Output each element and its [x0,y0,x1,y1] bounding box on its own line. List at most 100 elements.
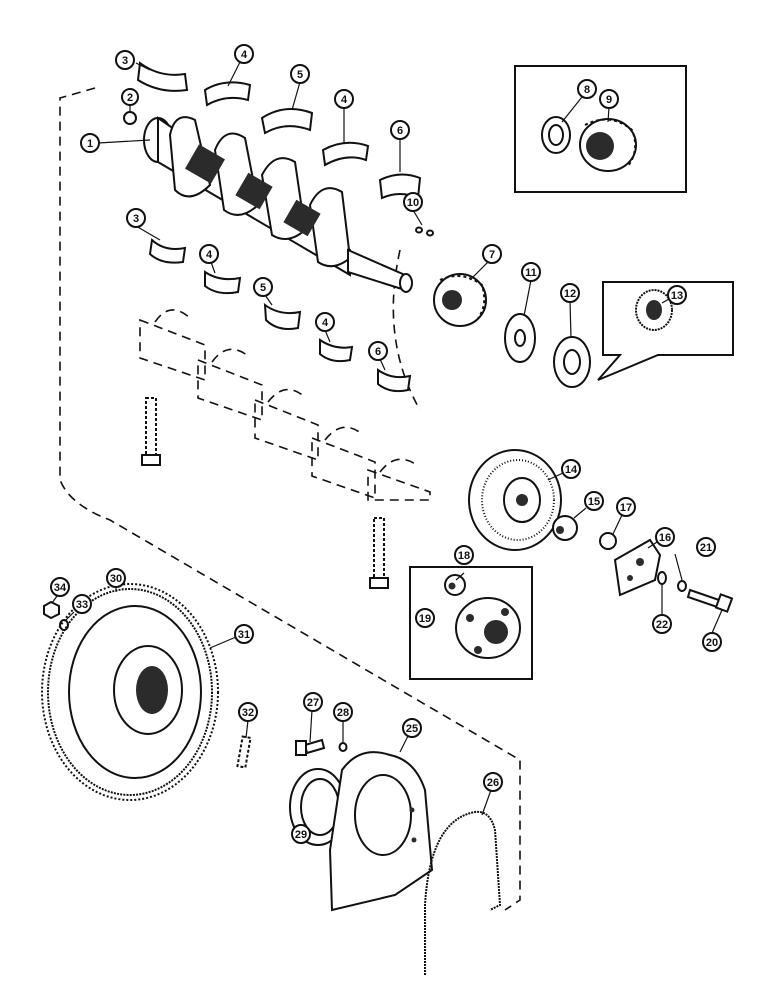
bearing-shell-lower-4a [204,270,242,295]
callout-20-label: 20 [706,637,718,649]
callout-4-a: 4 [234,44,254,64]
callout-15: 15 [584,491,604,511]
callout-29: 29 [291,824,311,844]
callout-11-label: 11 [525,267,537,279]
bearing-shell-upper-4b [321,141,370,167]
callout-8-label: 8 [584,84,590,96]
callout-1-label: 1 [87,138,93,150]
stud-part32 [236,735,252,769]
callout-22: 22 [652,614,672,634]
callout-4-b: 4 [334,89,354,109]
thrust-washer-part11 [504,313,536,363]
callout-18-label: 18 [458,550,470,562]
callout-21: 21 [696,537,716,557]
callout-9-label: 9 [606,94,612,106]
callout-3-lower-label: 3 [133,213,139,225]
callout-26: 26 [483,772,503,792]
callout-5-b-label: 5 [260,282,266,294]
callout-27-label: 27 [307,697,319,709]
callout-4-d-label: 4 [322,317,329,329]
callout-30-label: 30 [110,573,122,585]
callout-2: 2 [121,88,139,106]
bearing-shell-lower-6 [377,368,412,393]
main-bearing-caps [139,309,431,501]
callout-6-b: 6 [368,341,388,361]
callout-5-a-label: 5 [297,69,303,81]
washer-part21 [677,580,687,592]
crank-pulley-part14 [468,449,562,551]
callout-9: 9 [599,89,619,109]
washer-part33 [59,619,69,631]
callout-5-a: 5 [290,64,310,84]
callout-3-upper: 3 [115,50,135,70]
gear-part9 [579,118,637,172]
callout-32: 32 [238,702,258,722]
bearing-shell-lower-5 [263,302,302,330]
callout-12-label: 12 [564,288,576,300]
callout-2-label: 2 [127,92,133,104]
callout-10: 10 [403,192,423,212]
callout-34: 34 [50,577,70,597]
bearing-shell-lower-3 [148,237,187,264]
callout-27: 27 [303,692,323,712]
leader-lines [51,61,723,839]
callout-16-label: 16 [659,532,671,544]
rear-retainer-part25 [328,751,434,912]
hub-part15 [552,515,578,541]
callout-28: 28 [333,702,353,722]
callout-11: 11 [521,262,541,282]
washer-part28 [338,742,348,752]
callout-5-b: 5 [253,277,273,297]
crank-gear-part7 [433,273,487,327]
gear-spacer-hole [548,124,564,146]
bolt-part20 [686,588,734,613]
callout-1: 1 [80,133,100,153]
callout-4-a-label: 4 [241,49,248,61]
dowel-part10b [426,229,434,237]
flywheel-part31 [47,588,213,796]
front-seal-part12 [553,336,591,388]
flywheel-ring-gear-part30 [41,583,219,801]
gear-spacer-part8 [541,116,571,154]
retainer-part16 [613,538,662,597]
callout-8: 8 [577,79,597,99]
cap-bolt-left [141,397,161,466]
bearing-shell-upper-3 [136,61,189,92]
callout-14: 14 [561,459,581,479]
callout-3-lower: 3 [126,208,146,228]
callout-22-label: 22 [656,619,668,631]
callout-19-label: 19 [419,613,431,625]
callout-17-label: 17 [620,502,632,514]
callout-3-upper-label: 3 [122,55,128,67]
callout-25: 25 [402,718,422,738]
bushing-part17 [599,532,617,550]
callout-13: 13 [667,285,687,305]
callout-31-label: 31 [238,629,250,641]
callout-26-label: 26 [487,777,499,789]
callout-25-label: 25 [406,723,418,735]
callout-34-label: 34 [54,582,67,594]
seal-detail-part13 [635,289,673,331]
callout-4-b-label: 4 [341,94,348,106]
callout-6-a-label: 6 [397,125,403,137]
callout-6-a: 6 [390,120,410,140]
callout-4-d: 4 [315,312,335,332]
callout-10-label: 10 [407,197,419,209]
callout-17: 17 [616,497,636,517]
callout-16: 16 [655,527,675,547]
cap-bolt-right [369,517,389,589]
bearing-shell-lower-4b [319,338,354,363]
washer-part22 [657,571,667,585]
callout-29-label: 29 [295,829,307,841]
hub-detail-part18 [455,597,521,659]
callout-4-c-label: 4 [206,249,213,261]
callout-30: 30 [106,568,126,588]
callout-31: 31 [234,624,254,644]
callout-33: 33 [72,594,92,614]
rear-gasket-part26 [424,810,502,975]
nut-part34 [43,600,60,620]
callout-12: 12 [560,283,580,303]
callouts: 1 2 3 3 4 4 4 4 5 5 6 6 7 8 9 10 11 12 1… [50,44,722,844]
bolt-part27 [295,738,326,756]
